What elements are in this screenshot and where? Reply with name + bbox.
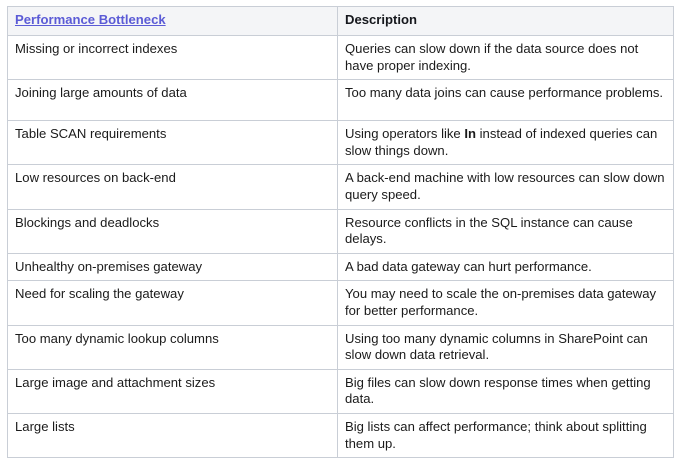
cell-description: A bad data gateway can hurt performance. [337, 252, 674, 282]
cell-description: You may need to scale the on-premises da… [337, 280, 674, 326]
column-header-description: Description [337, 6, 674, 36]
column-header-description-label: Description [345, 12, 418, 27]
cell-description: Big lists can affect performance; think … [337, 412, 674, 458]
cell-description: Too many data joins can cause performanc… [337, 79, 674, 122]
cell-description: Using operators like In instead of index… [337, 120, 674, 166]
cell-bottleneck: Large image and attachment sizes [7, 368, 338, 414]
cell-description: Queries can slow down if the data source… [337, 34, 674, 81]
cell-bottleneck: Need for scaling the gateway [7, 280, 338, 326]
table-header: Performance Bottleneck Description [7, 6, 674, 36]
cell-description: Big files can slow down response times w… [337, 368, 674, 414]
cell-bottleneck: Missing or incorrect indexes [7, 34, 338, 81]
description-emphasis: In [464, 126, 476, 142]
cell-description: A back-end machine with low resources ca… [337, 164, 674, 210]
cell-bottleneck: Joining large amounts of data [7, 79, 338, 122]
cell-bottleneck: Too many dynamic lookup columns [7, 324, 338, 370]
cell-bottleneck: Table SCAN requirements [7, 120, 338, 166]
table-header-row: Performance Bottleneck Description [7, 6, 674, 36]
column-header-bottleneck: Performance Bottleneck [7, 6, 338, 36]
cell-description: Resource conflicts in the SQL instance c… [337, 208, 674, 254]
description-text-pre: Using operators like [345, 126, 465, 142]
cell-bottleneck: Large lists [7, 412, 338, 458]
cell-bottleneck: Low resources on back-end [7, 164, 338, 210]
performance-bottleneck-table: Performance Bottleneck Description Missi… [7, 6, 674, 458]
column-header-bottleneck-link[interactable]: Performance Bottleneck [15, 12, 166, 27]
cell-bottleneck: Unhealthy on-premises gateway [7, 252, 338, 282]
description-text-post: instead of indexed queries can slow thin… [345, 126, 658, 158]
cell-description: Using too many dynamic columns in ShareP… [337, 324, 674, 370]
document-page: Performance Bottleneck Description Missi… [7, 6, 674, 458]
cell-bottleneck: Blockings and deadlocks [7, 208, 338, 254]
